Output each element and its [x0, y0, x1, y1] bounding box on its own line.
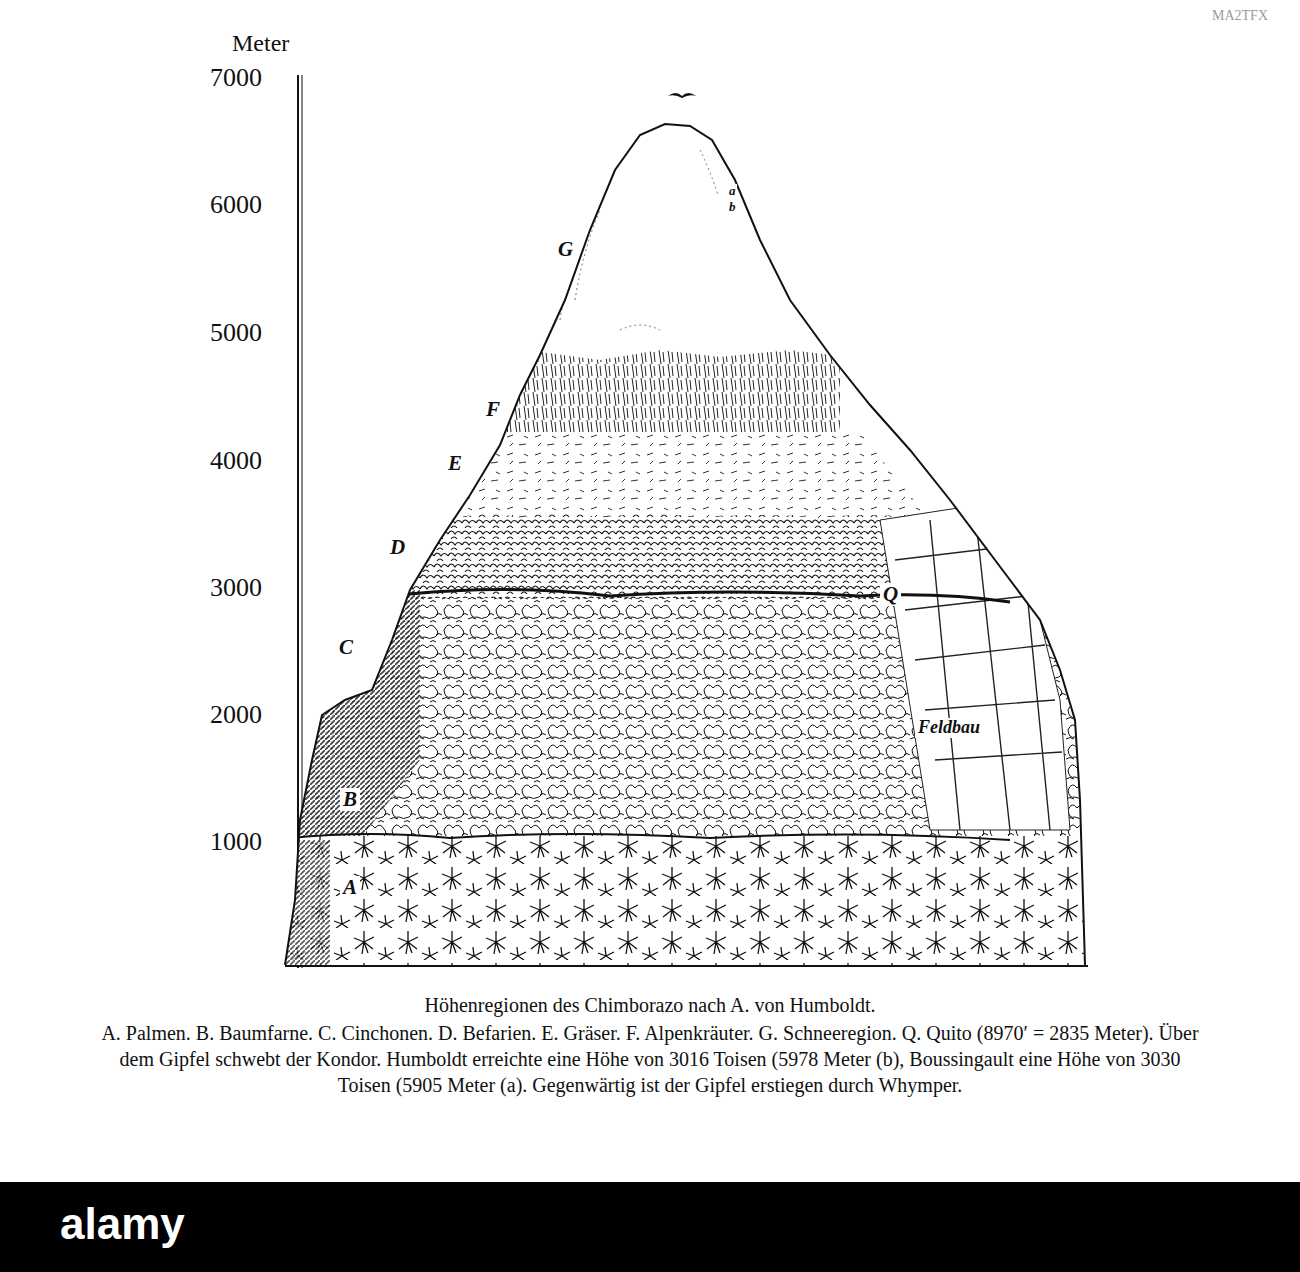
- watermark: MA2TFX: [1212, 8, 1268, 23]
- zone-letter: Q: [880, 583, 901, 606]
- caption-title: Höhenregionen des Chimborazo nach A. von…: [100, 992, 1200, 1018]
- zone-letter: E: [445, 452, 465, 475]
- zone-letter: B: [340, 788, 360, 811]
- height-mark: a: [728, 184, 737, 198]
- axis-number: 4000: [210, 447, 262, 476]
- condor: [668, 93, 696, 98]
- vegetation-zones: [280, 100, 1100, 970]
- zone-letter: C: [336, 636, 356, 659]
- zone-letter: G: [555, 238, 576, 261]
- axis-number: 5000: [210, 319, 262, 348]
- zone-letter: F: [483, 398, 503, 421]
- axis-number: 6000: [210, 191, 262, 220]
- watermark: alamy: [60, 1200, 185, 1248]
- ground-line: [285, 965, 1088, 967]
- zone-letter: D: [387, 536, 408, 559]
- axis-unit: Meter: [232, 30, 289, 56]
- axis-number: 2000: [210, 701, 262, 730]
- mountain-outline: [285, 124, 1085, 965]
- axis-number: 7000: [210, 64, 262, 93]
- field-label: Feldbau: [915, 718, 983, 738]
- axis-number: 1000: [210, 828, 262, 857]
- watermark-bar: [0, 1182, 1300, 1272]
- axis-number: 3000: [210, 574, 262, 603]
- caption-text: A. Palmen. B. Baumfarne. C. Cinchonen. D…: [100, 1020, 1200, 1098]
- height-mark: b: [728, 200, 737, 214]
- zone-letter: A: [340, 876, 360, 899]
